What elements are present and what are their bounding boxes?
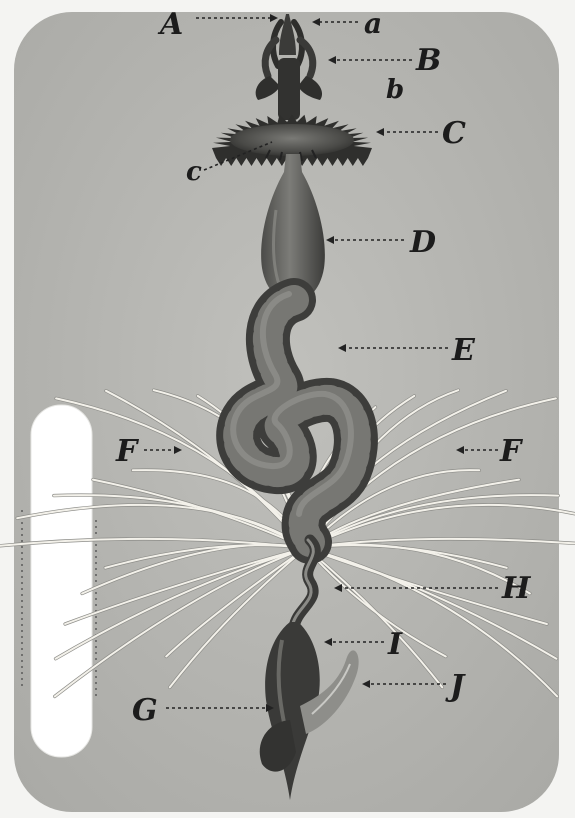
label-I: I	[387, 627, 403, 662]
label-D: D	[409, 225, 436, 260]
label-B: B	[415, 43, 441, 78]
label-H: H	[501, 571, 532, 606]
label-E: E	[451, 333, 476, 368]
label-G: G	[132, 693, 158, 728]
label-b: b	[386, 75, 404, 105]
label-a: a	[364, 7, 382, 40]
label-c: c	[186, 157, 202, 187]
label-C: C	[442, 116, 466, 151]
label-F-left: F	[115, 434, 140, 469]
label-A: A	[157, 7, 183, 42]
tab-slot	[31, 405, 92, 757]
label-F-right: F	[499, 434, 524, 469]
